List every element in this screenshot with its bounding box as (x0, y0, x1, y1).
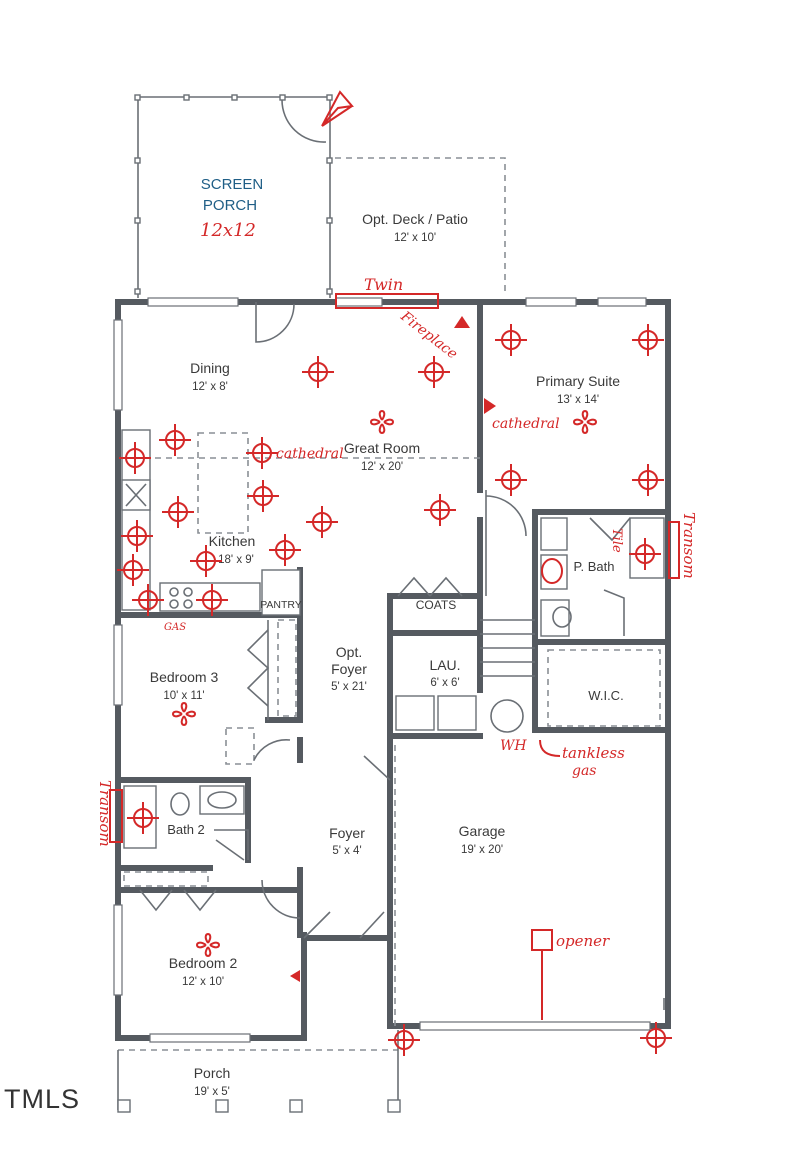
fireplace-note: Fireplace (397, 308, 461, 363)
transom-right-note: Transom (680, 512, 698, 579)
screen-porch-label-1: SCREEN (201, 176, 264, 193)
tile-note: Tile (609, 528, 624, 553)
great-room-dims: 12' x 20' (361, 461, 403, 473)
lau-name: LAU. (429, 657, 460, 673)
pantry-label: PANTRY (260, 599, 302, 611)
deck-name: Opt. Deck / Patio (362, 211, 468, 227)
primary-suite-name: Primary Suite (536, 373, 620, 389)
p-bath-name: P. Bath (574, 559, 615, 574)
screen-porch-outline (134, 94, 333, 298)
screen-porch-label-2: PORCH (203, 197, 257, 214)
kitchen-name: Kitchen (209, 533, 256, 549)
red-markup-shapes (109, 90, 680, 1020)
opener-note: opener (556, 932, 610, 950)
tankless-gas-note: gas (572, 763, 597, 779)
opt-foyer-dims: 5' x 21' (331, 681, 367, 693)
bath2-name: Bath 2 (167, 822, 205, 837)
twin-note: Twin (364, 275, 403, 294)
bedroom2-name: Bedroom 2 (169, 955, 238, 971)
windows (113, 297, 651, 1043)
bedroom2-dims: 12' x 10' (182, 976, 224, 988)
bedroom3-dims: 10' x 11' (163, 690, 204, 702)
wh-note: WH (500, 738, 527, 754)
wic-name: W.I.C. (588, 688, 623, 703)
deck-dims: 12' x 10' (394, 232, 436, 244)
great-room-name: Great Room (344, 440, 420, 456)
gas-note: GAS (164, 622, 186, 633)
porch-dims: 19' x 5' (194, 1086, 230, 1098)
fixtures (117, 302, 665, 1113)
kitchen-dims: 18' x 9' (218, 554, 254, 566)
porch-size-note: 12x12 (200, 220, 256, 241)
lau-dims: 6' x 6' (430, 677, 459, 689)
porch-name: Porch (194, 1065, 231, 1081)
opt-foyer-line-2: Foyer (331, 661, 367, 677)
foyer-dims: 5' x 4' (332, 845, 361, 857)
dining-name: Dining (190, 360, 230, 376)
foyer-name: Foyer (329, 825, 365, 841)
deck-outline (335, 157, 506, 296)
coats-label: COATS (416, 598, 456, 612)
dining-dims: 12' x 8' (192, 381, 228, 393)
bedroom3-name: Bedroom 3 (150, 669, 219, 685)
room-labels: Dining 12' x 8' Great Room 12' x 20' Pri… (150, 360, 624, 1098)
cathedral-suite-note: cathedral (492, 416, 560, 432)
tankless-note: tankless (562, 744, 625, 762)
mls-watermark: TMLS (4, 1084, 80, 1114)
primary-suite-dims: 13' x 14' (557, 394, 599, 406)
garage-name: Garage (459, 823, 506, 839)
transom-left-note: Transom (96, 780, 114, 847)
garage-dims: 19' x 20' (461, 844, 503, 856)
cathedral-great-note: cathedral (276, 446, 344, 462)
opt-foyer-line-1: Opt. (336, 644, 362, 660)
